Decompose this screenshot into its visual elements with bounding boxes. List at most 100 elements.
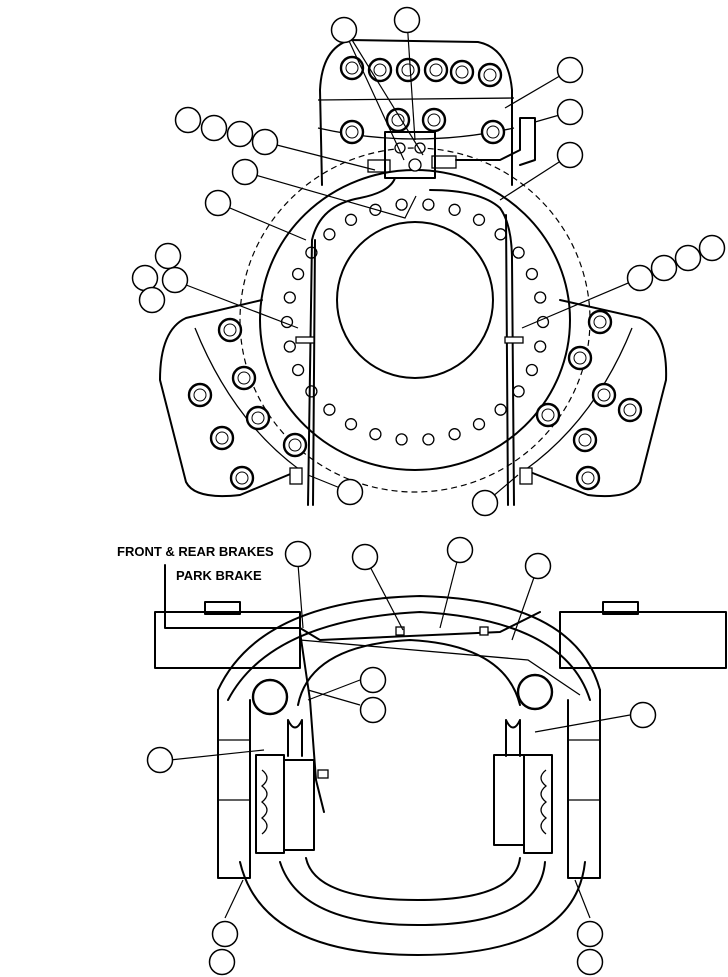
callout-balloon bbox=[556, 141, 584, 169]
lobe-bolt bbox=[231, 365, 257, 391]
housing-outer-arc bbox=[217, 595, 601, 691]
callout-balloon bbox=[556, 98, 584, 126]
hub-bolt-hole bbox=[291, 363, 305, 377]
hub-bolt-hole bbox=[534, 340, 547, 353]
lobe-bolt-inner bbox=[541, 408, 555, 422]
lobe-bolt bbox=[421, 107, 447, 133]
hub-bolt-hole bbox=[305, 385, 318, 398]
callout-balloon bbox=[556, 56, 584, 84]
callout-balloon bbox=[359, 666, 387, 694]
lobe-bolt-inner bbox=[578, 433, 592, 447]
lobe-bolt-inner bbox=[288, 438, 302, 452]
lobe-bolt-inner bbox=[237, 371, 251, 385]
lobe-bolt-inner bbox=[373, 63, 387, 77]
callout-balloon bbox=[330, 16, 358, 44]
lobe-bolt-inner bbox=[345, 125, 359, 139]
hub-bolt-hole bbox=[448, 203, 461, 216]
lobe-bolt-inner bbox=[483, 68, 497, 82]
left-frame bbox=[217, 689, 251, 879]
right-port bbox=[516, 673, 554, 711]
lobe-bolt bbox=[187, 382, 213, 408]
lobe-bolt bbox=[480, 119, 506, 145]
lobe-bolts bbox=[187, 55, 643, 491]
lobe-bolt-inner bbox=[429, 63, 443, 77]
callout-balloon bbox=[200, 114, 228, 142]
lobe-bolt-inner bbox=[597, 388, 611, 402]
right-frame bbox=[567, 689, 601, 879]
hub-bolt-hole bbox=[472, 418, 486, 431]
brake-line-park bbox=[299, 631, 325, 813]
lobe-bolt bbox=[477, 62, 503, 88]
callout-balloon bbox=[284, 540, 312, 568]
callout-balloon bbox=[359, 696, 387, 724]
right-axle-beam bbox=[559, 611, 727, 669]
hub-bolt-hole bbox=[291, 267, 305, 281]
lobe-bolt-inner bbox=[251, 411, 265, 425]
callout-balloon bbox=[576, 948, 604, 976]
lobe-bolt-inner bbox=[455, 65, 469, 79]
callout-balloon bbox=[351, 543, 379, 571]
hub-bolt-hole bbox=[494, 228, 507, 241]
lobe-bolt-inner bbox=[427, 113, 441, 127]
lobe-bolt-inner bbox=[193, 388, 207, 402]
lobe-bolt-inner bbox=[623, 403, 637, 417]
hub-flange bbox=[259, 169, 571, 471]
hub-bolt-hole bbox=[323, 403, 336, 416]
lobe-bolt-inner bbox=[235, 471, 249, 485]
callout-balloon bbox=[336, 478, 364, 506]
lobe-bolt bbox=[535, 402, 561, 428]
callout-balloon bbox=[393, 6, 421, 34]
callout-balloon bbox=[211, 920, 239, 948]
lobe-bolt bbox=[367, 57, 393, 83]
hub-bolt-hole bbox=[323, 228, 336, 241]
park-brake-label: PARK BRAKE bbox=[176, 568, 262, 583]
right-caliper bbox=[493, 754, 525, 846]
hub-bolt-hole bbox=[395, 433, 408, 446]
brake-line-left bbox=[307, 177, 396, 506]
lobe-bolt bbox=[339, 55, 365, 81]
hub-bolt-hole bbox=[395, 198, 408, 211]
callout-balloon bbox=[204, 189, 232, 217]
hub-bolt-hole bbox=[494, 403, 507, 416]
lobe-bolt-inner bbox=[223, 323, 237, 337]
lobe-bolt bbox=[575, 465, 601, 491]
callout-balloon bbox=[698, 234, 726, 262]
hub-bolt-hole bbox=[512, 385, 525, 398]
callout-balloon bbox=[251, 128, 279, 156]
hub-bolt-hole bbox=[344, 213, 358, 226]
hub-bolt-hole bbox=[472, 213, 486, 226]
lobe-bolt bbox=[591, 382, 617, 408]
lobe-bolt bbox=[567, 345, 593, 371]
hub-bolt-hole bbox=[344, 418, 358, 431]
callout-balloons bbox=[131, 6, 726, 976]
hub-bolt-hole bbox=[369, 428, 382, 441]
valve-block bbox=[384, 131, 436, 179]
top-lobe-outline bbox=[319, 39, 513, 186]
lobe-bolt bbox=[617, 397, 643, 423]
hub-bolt-hole bbox=[283, 291, 296, 304]
lobe-bolt bbox=[282, 432, 308, 458]
left-caliper bbox=[255, 754, 285, 854]
lobe-bolt-inner bbox=[401, 63, 415, 77]
hub-bolt-hole bbox=[534, 291, 547, 304]
right-lobe-outline bbox=[524, 299, 668, 498]
hub-bolt-hole bbox=[283, 340, 296, 353]
lobe-bolt-inner bbox=[573, 351, 587, 365]
callout-balloon bbox=[154, 242, 182, 270]
housing-inner-arc bbox=[297, 639, 521, 706]
hub-center-bore bbox=[336, 221, 494, 379]
hub-bolt-hole bbox=[422, 198, 435, 211]
callout-balloon bbox=[226, 120, 254, 148]
callout-balloon bbox=[146, 746, 174, 774]
callout-balloon bbox=[231, 158, 259, 186]
lobe-bolt-inner bbox=[486, 125, 500, 139]
top-leader-lines bbox=[167, 19, 641, 504]
hub-bolt-hole bbox=[422, 433, 435, 446]
hub-bolt-hole bbox=[536, 315, 550, 329]
lobe-bolt-inner bbox=[345, 61, 359, 75]
brake-line-front-rear bbox=[164, 564, 541, 641]
hub-bolt-hole bbox=[525, 363, 539, 377]
callout-balloon bbox=[446, 536, 474, 564]
